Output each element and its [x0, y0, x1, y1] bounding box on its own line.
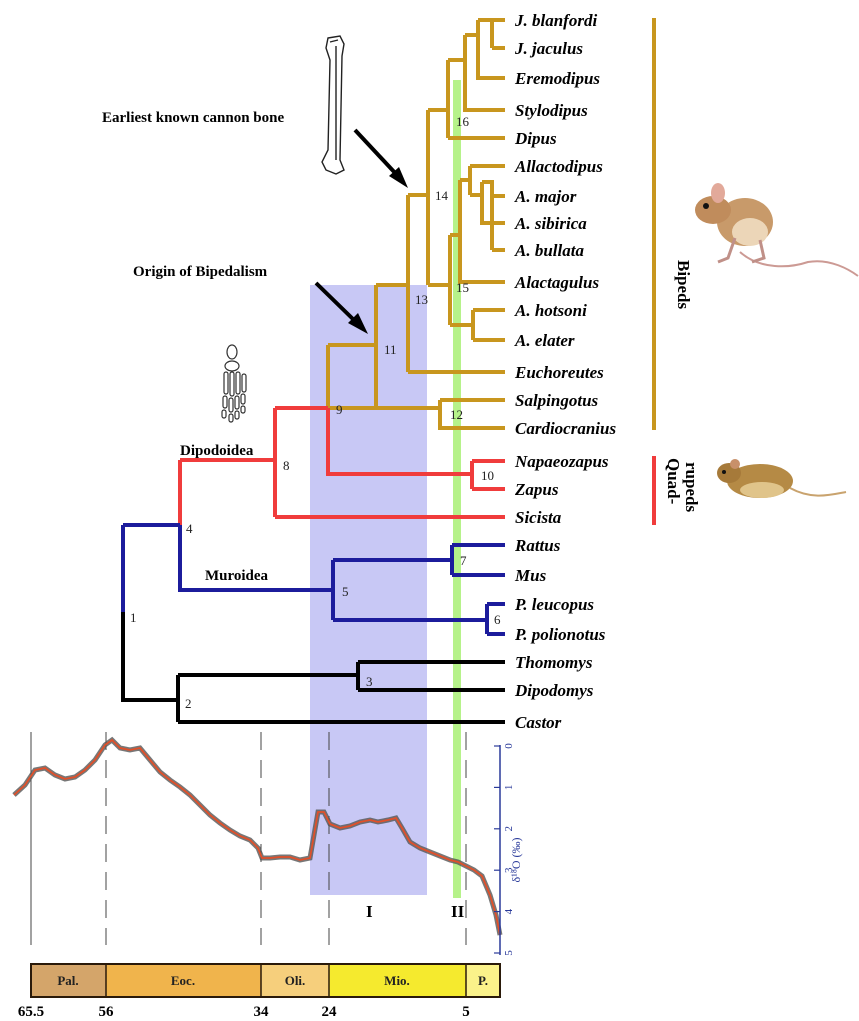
- interval-II-label: II: [451, 902, 465, 921]
- taxon-label: J. jaculus: [514, 39, 583, 58]
- node-number: 6: [494, 612, 501, 627]
- taxon-label: Napaeozapus: [514, 452, 609, 471]
- node-number: 14: [435, 188, 449, 203]
- taxon-label: P. polionotus: [514, 625, 606, 644]
- taxon-label: Cardiocranius: [515, 419, 616, 438]
- quadrupeds-label-line1: Quad-: [664, 458, 683, 505]
- taxon-label: Dipodomys: [514, 681, 594, 700]
- node-number: 12: [450, 407, 463, 422]
- taxon-label: Mus: [514, 566, 547, 585]
- interval-I-label: I: [366, 902, 373, 921]
- node-number: 7: [460, 553, 467, 568]
- node-number: 16: [456, 114, 470, 129]
- epoch-label: Mio.: [384, 973, 410, 988]
- taxon-label: Allactodipus: [514, 157, 603, 176]
- age-label: 34: [254, 1004, 270, 1020]
- taxon-label: Rattus: [514, 536, 561, 555]
- taxon-label: Euchoreutes: [514, 363, 604, 382]
- quadrupeds-label-line2: rupeds: [682, 462, 701, 512]
- taxon-label: A. elater: [514, 331, 575, 350]
- taxon-label: A. hotsoni: [514, 301, 587, 320]
- muroidea-label: Muroidea: [205, 568, 269, 584]
- taxon-label: Eremodipus: [514, 69, 600, 88]
- taxon-label: J. blanfordi: [514, 11, 597, 30]
- node-number: 5: [342, 584, 349, 599]
- taxon-label: A. sibirica: [514, 214, 587, 233]
- node-number: 4: [186, 521, 193, 536]
- taxon-label: Sicista: [515, 508, 562, 527]
- isotope-smoothed-curve: [14, 740, 500, 935]
- geologic-timescale: Pal. Eoc. Oli. Mio. P. 65.5 56 34 24 5: [18, 964, 500, 1020]
- node-number: 3: [366, 674, 373, 689]
- isotope-tick-label: 5: [503, 950, 515, 956]
- node-number: 13: [415, 292, 428, 307]
- taxon-label: P. leucopus: [514, 595, 594, 614]
- node-number: 10: [481, 468, 494, 483]
- jerboa-illustration: [695, 183, 858, 276]
- epoch-label: P.: [478, 973, 488, 988]
- age-label: 56: [99, 1004, 115, 1020]
- cannon-bone-annotation: Earliest known cannon bone: [102, 110, 284, 126]
- isotope-tick-label: 0: [503, 743, 515, 749]
- epoch-label: Eoc.: [171, 973, 195, 988]
- bipedalism-annotation: Origin of Bipedalism: [133, 264, 268, 280]
- taxon-label: Stylodipus: [515, 101, 588, 120]
- taxon-label: Dipus: [514, 129, 557, 148]
- cannon-bone-illustration: [322, 36, 344, 174]
- node-number: 1: [130, 610, 137, 625]
- age-label: 24: [322, 1004, 338, 1020]
- taxon-label: A. bullata: [514, 241, 584, 260]
- node-number: 8: [283, 458, 290, 473]
- node-number: 15: [456, 280, 469, 295]
- taxon-label: Salpingotus: [515, 391, 599, 410]
- taxon-label: Alactagulus: [514, 273, 599, 292]
- age-label: 65.5: [18, 1004, 44, 1020]
- node-number: 2: [185, 696, 192, 711]
- node-number: 11: [384, 342, 397, 357]
- taxon-label: Castor: [515, 713, 562, 732]
- epoch-label: Pal.: [57, 973, 78, 988]
- dipodoidea-label: Dipodoidea: [180, 443, 254, 459]
- age-label: 5: [462, 1004, 470, 1020]
- isotope-axis-label: δ¹⁸O (‰): [509, 837, 523, 882]
- mouse-illustration: [717, 459, 846, 498]
- isotope-tick-label: 4: [503, 908, 515, 914]
- taxon-label: Thomomys: [515, 653, 593, 672]
- node-number: 9: [336, 402, 343, 417]
- foot-skeleton-illustration: [222, 345, 246, 422]
- taxon-labels: J. blanfordi J. jaculus Eremodipus Stylo…: [514, 11, 616, 732]
- arrow-to-node-14: [355, 130, 408, 188]
- isotope-tick-label: 1: [503, 785, 515, 791]
- isotope-tick-label: 2: [503, 826, 515, 832]
- epoch-label: Oli.: [285, 973, 306, 988]
- taxon-label: A. major: [514, 187, 577, 206]
- taxon-label: Zapus: [514, 480, 559, 499]
- bipeds-label: Bipeds: [674, 260, 693, 310]
